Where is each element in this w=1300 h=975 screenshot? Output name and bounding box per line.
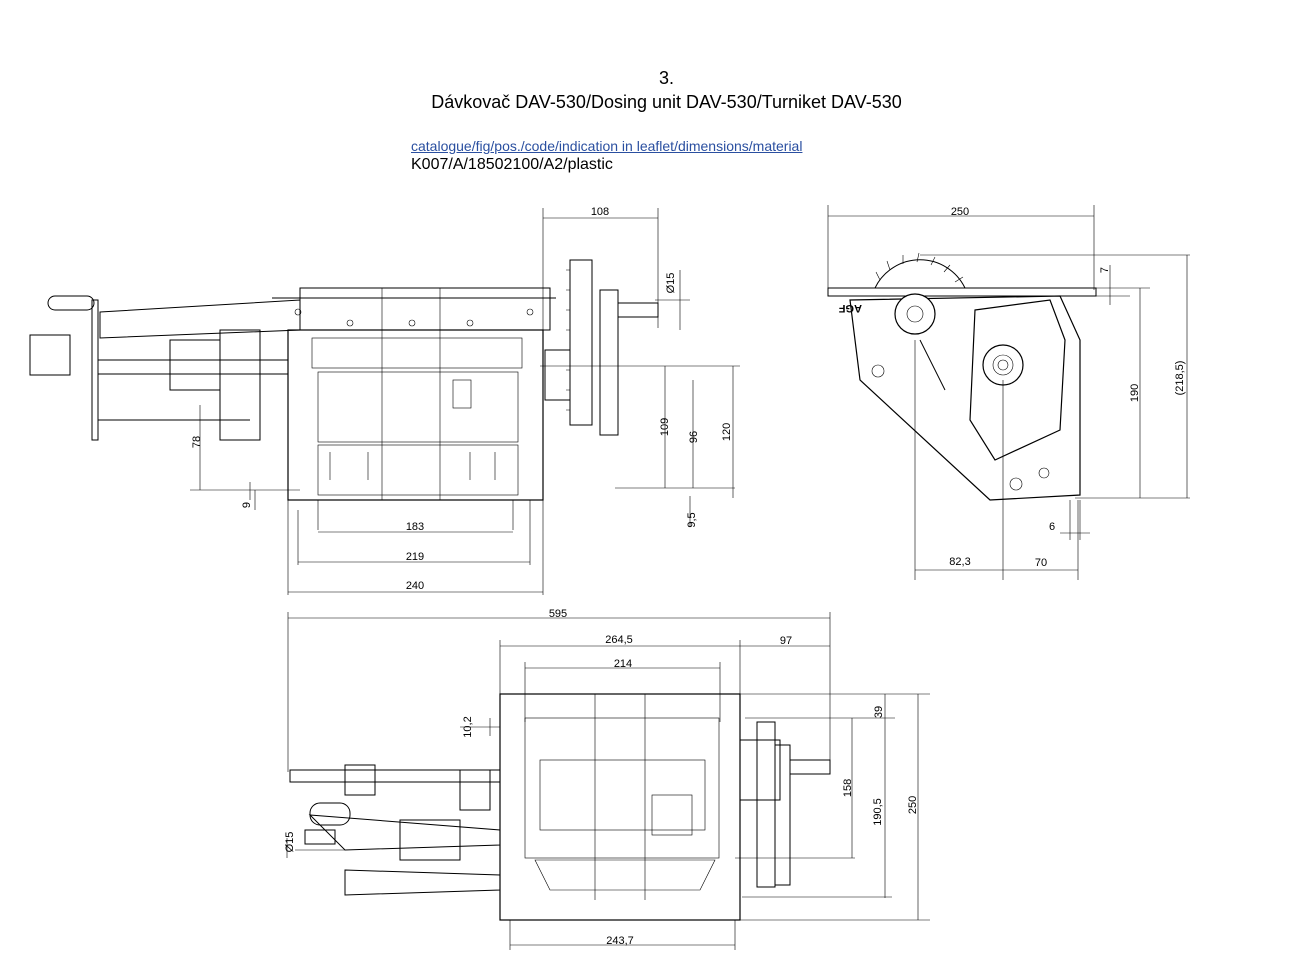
dim-190: 190 xyxy=(1129,384,1141,402)
dim-250: 250 xyxy=(951,206,969,218)
top-view-dimensions: 595 264,5 97 214 39 10,2 158 190,5 250 Ø… xyxy=(284,608,930,950)
dim-108: 108 xyxy=(591,206,609,218)
dim-250-height: 250 xyxy=(907,796,919,814)
figure-number: 3. xyxy=(658,68,674,88)
dim-diameter-15-top: Ø15 xyxy=(284,832,296,853)
side-view-drawing xyxy=(29,259,659,501)
caption-link[interactable]: catalogue/fig/pos./code/indication in le… xyxy=(411,138,803,154)
dim-70: 70 xyxy=(1035,557,1047,569)
dim-39: 39 xyxy=(873,706,885,718)
agf-logo: AGF xyxy=(839,302,863,314)
dim-6: 6 xyxy=(1049,521,1055,533)
dim-264-5: 264,5 xyxy=(605,634,633,646)
dim-7: 7 xyxy=(1099,267,1111,273)
dim-10-2: 10,2 xyxy=(462,716,474,737)
dim-82-3: 82,3 xyxy=(949,556,970,568)
dim-109: 109 xyxy=(659,418,671,436)
dim-96: 96 xyxy=(688,431,700,443)
dim-diameter-15: Ø15 xyxy=(665,273,677,294)
dim-240: 240 xyxy=(406,580,424,592)
dim-97: 97 xyxy=(780,635,792,647)
front-view-drawing: AGF xyxy=(827,252,1097,501)
dim-595: 595 xyxy=(549,608,567,620)
dim-158: 158 xyxy=(842,779,854,797)
part-code: K007/A/18502100/A2/plastic xyxy=(411,156,613,173)
dim-120: 120 xyxy=(721,423,733,441)
dim-219: 219 xyxy=(406,551,424,563)
page-title: Dávkovač DAV-530/Dosing unit DAV-530/Tur… xyxy=(431,92,902,112)
top-view-drawing xyxy=(289,693,831,921)
dim-243-7: 243,7 xyxy=(606,935,634,947)
dim-183: 183 xyxy=(406,521,424,533)
dim-9-5: 9,5 xyxy=(686,512,698,527)
front-view-dimensions: 250 7 190 (218,5) 6 82,3 70 xyxy=(827,205,1190,580)
dim-190-5: 190,5 xyxy=(872,798,884,826)
dim-9: 9 xyxy=(241,502,253,508)
dim-214: 214 xyxy=(614,658,632,670)
dim-218-5: (218,5) xyxy=(1174,361,1186,396)
dim-78: 78 xyxy=(191,436,203,448)
side-view-dimensions: 108 Ø15 109 96 120 78 9 9,5 183 219 240 xyxy=(190,206,740,595)
